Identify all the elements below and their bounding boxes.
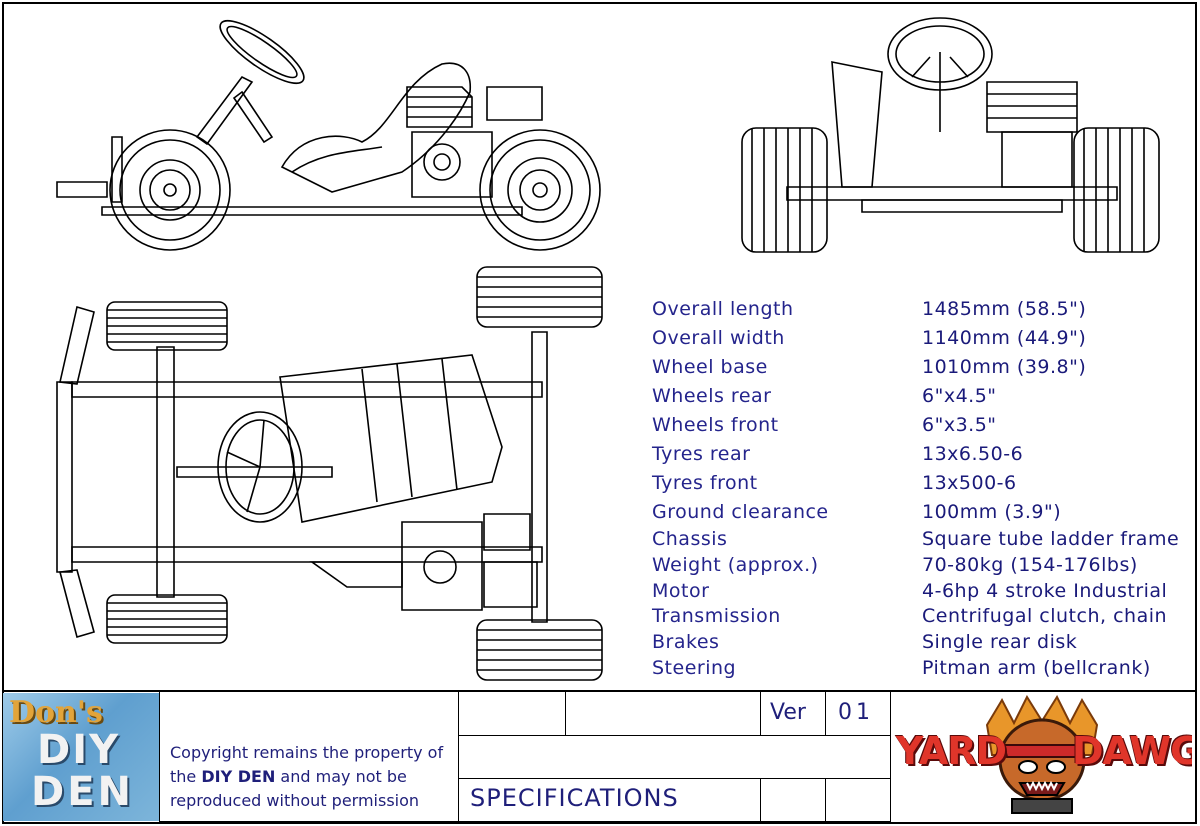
spec-label: Weight (approx.)	[652, 554, 819, 576]
spec-label: Chassis	[652, 528, 728, 550]
spec-value: Square tube ladder frame	[922, 528, 1180, 550]
yard-dawg-logo: YARD DAWG	[892, 695, 1192, 819]
copyright-post: and may not be reproduced without permis…	[170, 767, 420, 810]
spec-row-weight: Weight (approx.) 70-80kg (154-176lbs)	[652, 554, 1197, 580]
spec-value: 13x6.50-6	[922, 443, 1024, 465]
spec-row-overall-width: Overall width 1140mm (44.9")	[652, 327, 1197, 353]
spec-row-motor: Motor 4-6hp 4 stroke Industrial	[652, 580, 1197, 606]
spec-value: 4-6hp 4 stroke Industrial	[922, 580, 1168, 602]
tb-cell-bottom-1	[760, 778, 826, 822]
spec-row-transmission: Transmission Centrifugal clutch, chain	[652, 605, 1197, 631]
spec-label: Wheels rear	[652, 385, 772, 407]
spec-row-tyres-front: Tyres front 13x500-6	[652, 472, 1197, 498]
logo-text-line2: DIY	[37, 727, 121, 773]
spec-label: Wheels front	[652, 414, 779, 436]
copyright-notice: Copyright remains the property of the DI…	[170, 741, 460, 813]
spec-value: 1485mm (58.5")	[922, 298, 1087, 320]
spec-label: Transmission	[652, 605, 781, 627]
spec-row-wheel-base: Wheel base 1010mm (39.8")	[652, 356, 1197, 382]
spec-value: Pitman arm (bellcrank)	[922, 657, 1151, 679]
spec-value: Centrifugal clutch, chain	[922, 605, 1168, 627]
frame-top	[2, 2, 1197, 4]
spec-row-wheels-front: Wheels front 6"x3.5"	[652, 414, 1197, 440]
tb-cell-empty-top-2	[565, 690, 761, 736]
spec-value: 6"x3.5"	[922, 414, 997, 436]
frame-bottom	[2, 822, 1197, 824]
spec-label: Overall length	[652, 298, 794, 320]
spec-value: 6"x4.5"	[922, 385, 997, 407]
yard-dawg-emblem	[985, 695, 1099, 814]
spec-value: 100mm (3.9")	[922, 501, 1062, 523]
spec-label: Wheel base	[652, 356, 768, 378]
version-label: Ver	[770, 700, 806, 725]
frame-titleblock-divider	[2, 690, 1197, 692]
spec-label: Motor	[652, 580, 710, 602]
frame-right	[1195, 2, 1197, 824]
version-value: 01	[838, 700, 874, 725]
spec-row-wheels-rear: Wheels rear 6"x4.5"	[652, 385, 1197, 411]
spec-value: 13x500-6	[922, 472, 1017, 494]
logo-text-line1: Don's	[9, 695, 103, 730]
spec-row-chassis: Chassis Square tube ladder frame	[652, 528, 1197, 554]
spec-label: Steering	[652, 657, 737, 679]
spec-value: Single rear disk	[922, 631, 1078, 653]
spec-label: Overall width	[652, 327, 785, 349]
spec-label: Ground clearance	[652, 501, 829, 523]
spec-value: 70-80kg (154-176lbs)	[922, 554, 1138, 576]
tb-cell-middle	[458, 735, 891, 779]
spec-row-tyres-rear: Tyres rear 13x6.50-6	[652, 443, 1197, 469]
spec-value: 1010mm (39.8")	[922, 356, 1087, 378]
kart-drawings	[56, 17, 1160, 681]
front-view	[741, 17, 1160, 253]
frame-left	[2, 2, 4, 824]
copyright-pre: Copyright remains the property of the	[170, 743, 444, 786]
spec-label: Brakes	[652, 631, 720, 653]
spec-label: Tyres rear	[652, 443, 751, 465]
tb-cell-bottom-2	[825, 778, 891, 822]
top-view	[56, 266, 603, 681]
logo-text-line3: DEN	[31, 769, 135, 815]
side-view	[56, 19, 601, 251]
spec-row-ground-clearance: Ground clearance 100mm (3.9")	[652, 501, 1197, 527]
spec-label: Tyres front	[652, 472, 758, 494]
diy-den-logo: Don's DIY DEN	[3, 693, 159, 821]
copyright-brand: DIY DEN	[201, 767, 276, 786]
tb-cell-empty-top-1	[458, 690, 566, 736]
spec-row-steering: Steering Pitman arm (bellcrank)	[652, 657, 1197, 683]
spec-row-overall-length: Overall length 1485mm (58.5")	[652, 298, 1197, 324]
spec-value: 1140mm (44.9")	[922, 327, 1087, 349]
sheet-title: SPECIFICATIONS	[470, 784, 679, 812]
spec-row-brakes: Brakes Single rear disk	[652, 631, 1197, 657]
logo-word-dawg: DAWG	[1072, 729, 1192, 773]
logo-word-yard: YARD	[896, 729, 1007, 773]
